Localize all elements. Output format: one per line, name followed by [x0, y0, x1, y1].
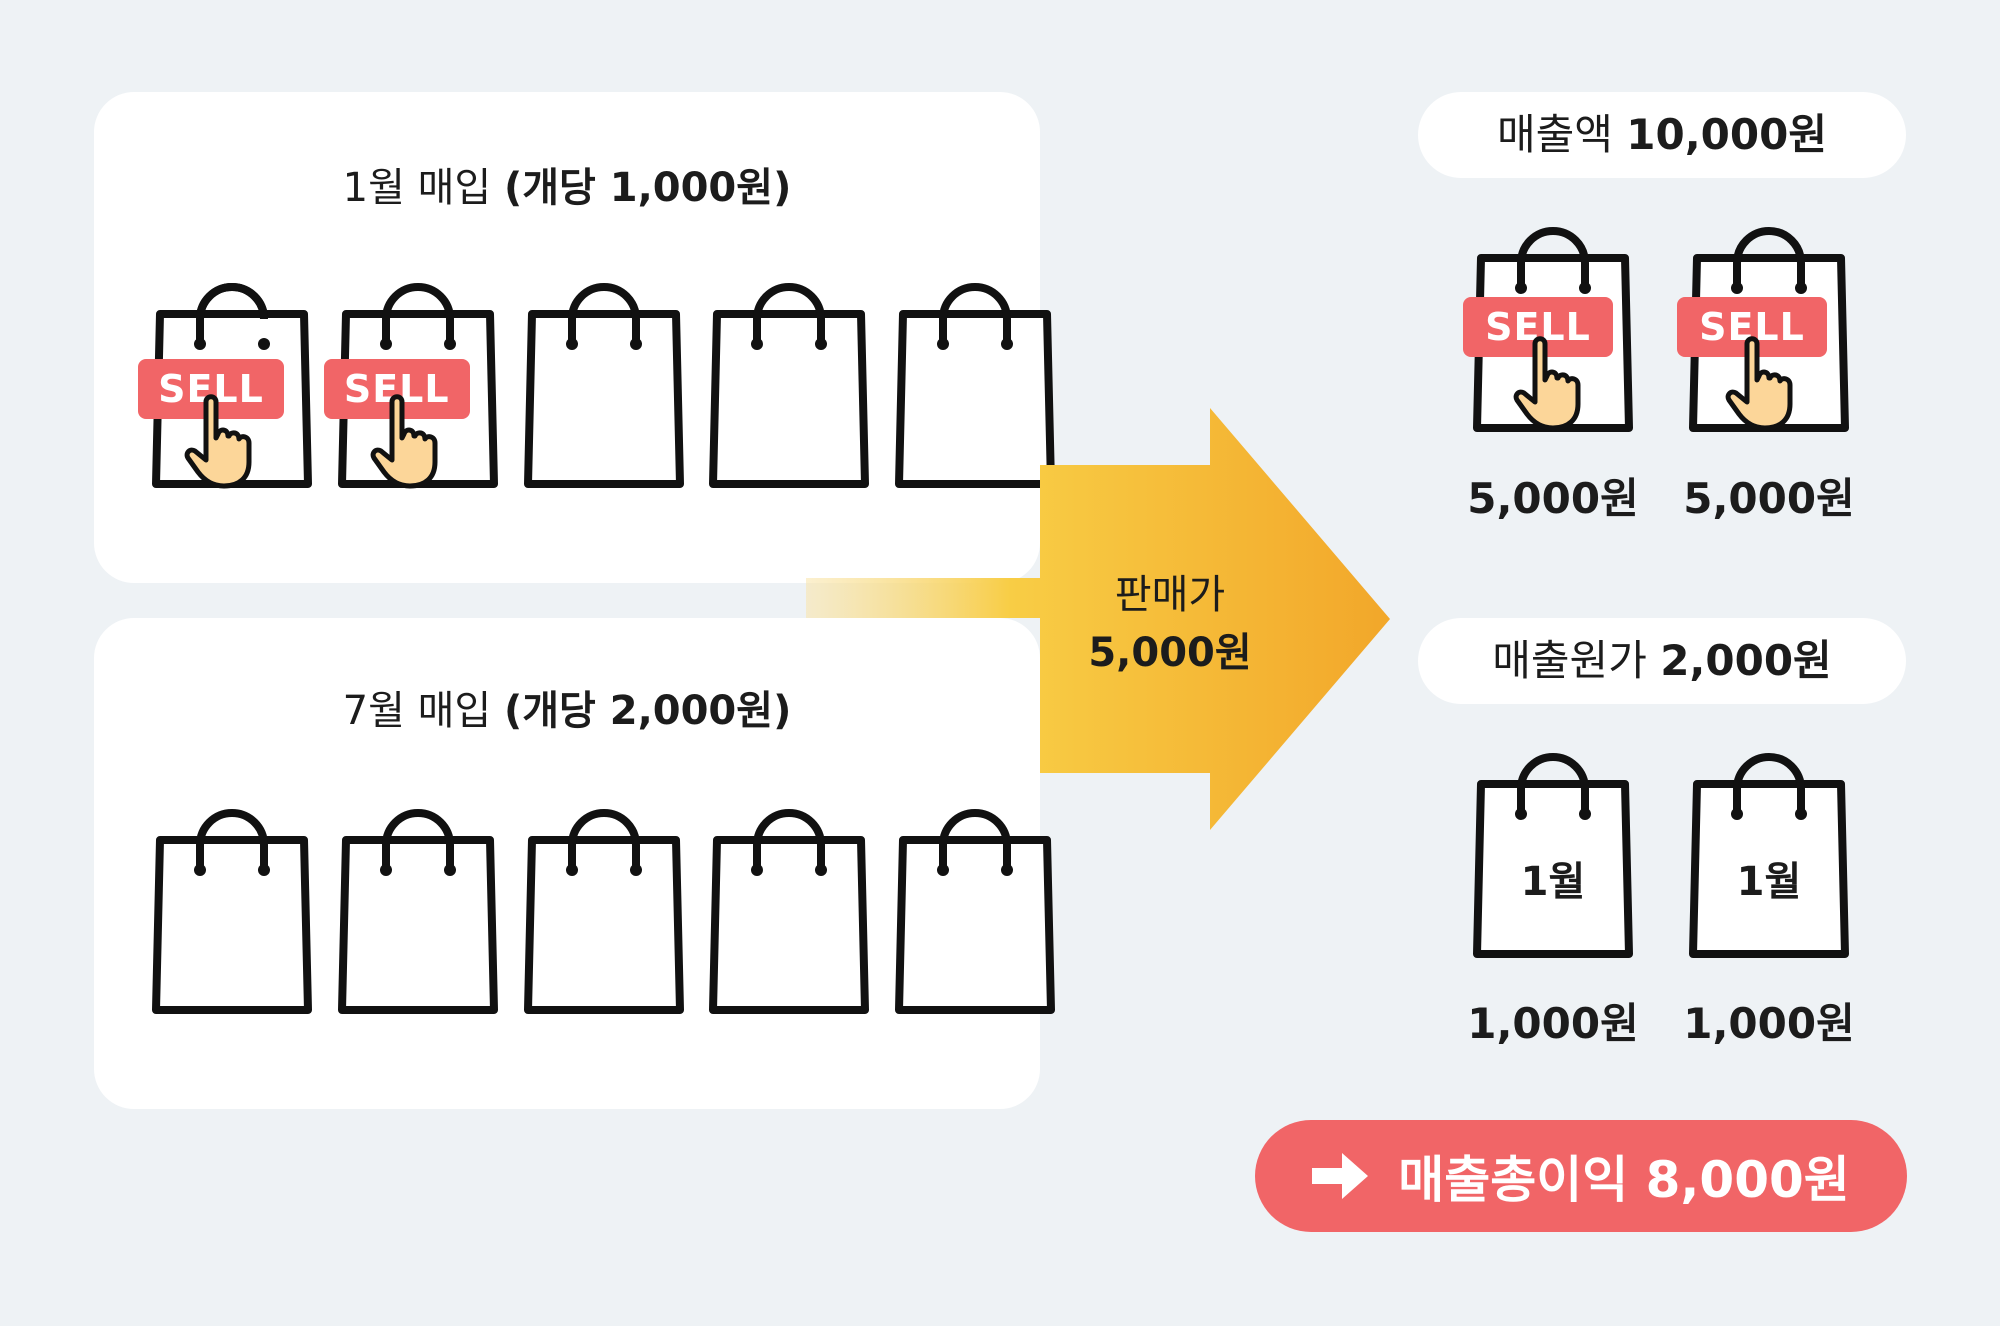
shopping-bag-icon: SELL: [138, 274, 312, 504]
flow-arrow: [806, 408, 1390, 830]
shopping-bag-icon: 1월: [1689, 744, 1849, 974]
shopping-bag-icon: [523, 800, 684, 1030]
shopping-bag-icon: 1월: [1473, 744, 1633, 974]
january-purchase-card: 1월 매입 (개당 1,000원) SELL SELL: [94, 92, 1055, 583]
gross-profit-banner: 매출총이익 8,000원: [1255, 1120, 1907, 1232]
january-purchase-title: 1월 매입 (개당 1,000원): [342, 165, 792, 211]
shopping-bag-icon: SELL: [1463, 218, 1633, 448]
july-bags-row: [152, 800, 1055, 1030]
shopping-bag-icon: [709, 800, 870, 1030]
revenue-pill: 매출액 10,000원: [1418, 92, 1906, 178]
shopping-bag-icon: [152, 800, 312, 1030]
shopping-bag-icon: [337, 800, 498, 1030]
january-bags-row: SELL SELL: [138, 274, 1055, 504]
cost-of-sales-pill: 매출원가 2,000원: [1418, 618, 1906, 704]
july-purchase-title: 7월 매입 (개당 2,000원): [342, 688, 792, 734]
cost-price-label: 1,000원: [1683, 999, 1855, 1048]
selling-price-label: 판매가 5,000원: [1088, 572, 1252, 676]
pointing-hand-icon: [1725, 336, 1793, 431]
shopping-bag-icon: [895, 800, 1055, 1030]
shopping-bag-icon: SELL: [1677, 218, 1849, 448]
sale-price-label: 5,000원: [1683, 474, 1855, 523]
gross-profit-text: 매출총이익 8,000원: [1398, 1151, 1850, 1209]
pointing-hand-icon: [1513, 336, 1581, 431]
sale-price-label: 5,000원: [1467, 474, 1639, 523]
right-arrow-icon: [1312, 1153, 1369, 1199]
sell-badge: SELL: [1463, 297, 1613, 357]
shopping-bag-icon: [709, 274, 870, 504]
cost-price-label: 1,000원: [1467, 999, 1639, 1048]
bag-month-label: 1월: [1736, 859, 1802, 905]
pointing-hand-icon: [184, 394, 252, 489]
shopping-bag-icon: SELL: [323, 274, 498, 504]
pointing-hand-icon: [370, 394, 438, 489]
july-purchase-card: 7월 매입 (개당 2,000원): [94, 618, 1055, 1109]
sell-badge: SELL: [138, 359, 284, 419]
bag-month-label: 1월: [1520, 859, 1586, 905]
shopping-bag-icon: [523, 274, 684, 504]
